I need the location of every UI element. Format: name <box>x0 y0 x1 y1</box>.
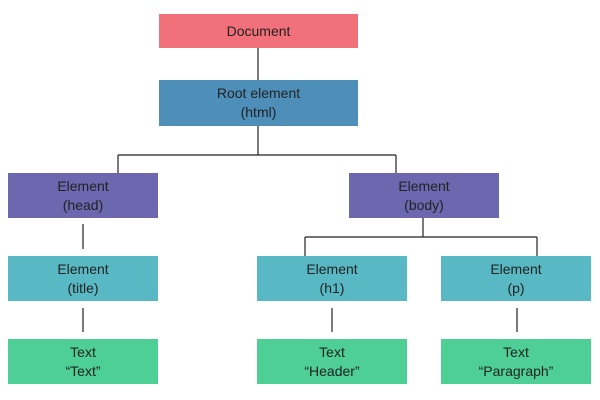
node-text-paragraph-value: “Paragraph” <box>478 362 554 379</box>
node-element-head-label: Element <box>57 177 109 194</box>
node-text-header-value: “Header” <box>304 362 360 379</box>
node-text-paragraph-label: Text <box>503 343 529 360</box>
node-root-element-tag: (html) <box>240 104 277 120</box>
node-element-h1-tag: (h1) <box>319 279 345 296</box>
node-element-h1-label: Element <box>306 260 358 277</box>
node-document: Document <box>159 14 358 48</box>
node-element-h1: Element (h1) <box>257 256 407 301</box>
node-element-body-tag: (body) <box>404 196 444 213</box>
node-element-title-tag: (title) <box>67 279 99 296</box>
node-document-label: Document <box>226 22 291 39</box>
node-text-paragraph: Text “Paragraph” <box>441 339 591 384</box>
node-text-header-label: Text <box>319 343 345 360</box>
node-element-body-label: Element <box>398 177 450 194</box>
node-root-element-label: Root element <box>216 85 301 101</box>
node-text-title-label: Text <box>70 343 96 360</box>
node-element-p-tag: (p) <box>507 279 525 296</box>
node-text-header: Text “Header” <box>257 339 407 384</box>
node-text-title-value: “Text” <box>65 362 101 379</box>
node-element-p-label: Element <box>490 260 542 277</box>
node-element-body: Element (body) <box>349 173 499 218</box>
node-element-head: Element (head) <box>8 173 158 218</box>
node-element-title: Element (title) <box>8 256 158 301</box>
node-element-p: Element (p) <box>441 256 591 301</box>
node-element-head-tag: (head) <box>62 196 104 213</box>
node-element-title-label: Element <box>57 260 109 277</box>
node-text-title: Text “Text” <box>8 339 158 384</box>
node-root-element: Root element (html) <box>159 80 358 126</box>
